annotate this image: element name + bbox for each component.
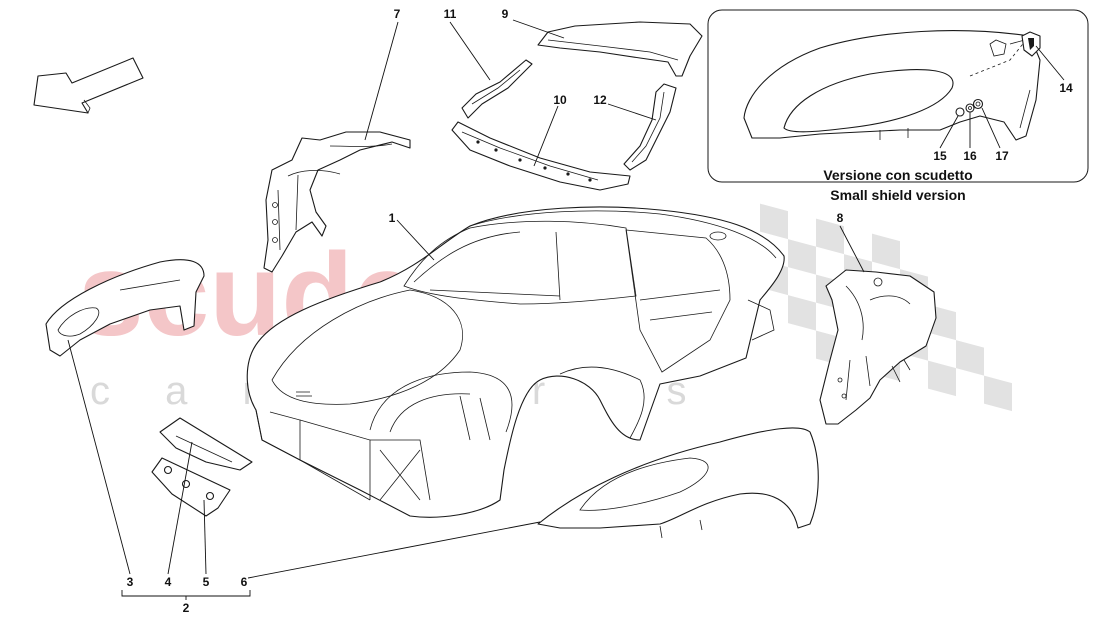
callout-17: 17: [995, 149, 1009, 163]
inset-caption-line1: Versione con scudetto: [823, 167, 972, 183]
callout-16: 16: [963, 149, 977, 163]
part-5-plate: [151, 457, 231, 517]
callout-2: 2: [183, 601, 190, 615]
callout-labels: 1 7 11 9 10 12 8 14 15 16 17 3 4 5 6 2: [127, 7, 1073, 615]
callout-1: 1: [389, 211, 396, 225]
callout-6: 6: [241, 575, 248, 589]
callout-12: 12: [593, 93, 607, 107]
callout-8: 8: [837, 211, 844, 225]
callout-3: 3: [127, 575, 134, 589]
callout-7: 7: [394, 7, 401, 21]
part-9-roof: [537, 21, 703, 77]
callout-4: 4: [165, 575, 172, 589]
part-11-a-pillar: [461, 59, 533, 119]
callout-9: 9: [502, 7, 509, 21]
callout-14: 14: [1059, 81, 1073, 95]
part-8-rear-panel: [819, 269, 937, 425]
part-4-bracket: [159, 417, 253, 471]
part-10-cross-member: [451, 121, 631, 191]
part-12-a-pillar-right: [623, 83, 677, 171]
part-6-rear-fender: [537, 427, 819, 539]
leader-lines: [67, 19, 1065, 600]
callout-15: 15: [933, 149, 947, 163]
front-direction-arrow-icon: [33, 57, 144, 114]
part-1-body-shell: [246, 206, 785, 518]
part-7-inner-panel: [263, 131, 411, 273]
part-3-front-fender: [45, 259, 205, 357]
shield-badge-icon: [1021, 31, 1041, 57]
inset-caption-line2: Small shield version: [830, 187, 965, 203]
callout-11: 11: [444, 7, 457, 21]
callout-10: 10: [553, 93, 567, 107]
inset-small-shield: Versione con scudetto Small shield versi…: [707, 9, 1089, 203]
callout-5: 5: [203, 575, 210, 589]
